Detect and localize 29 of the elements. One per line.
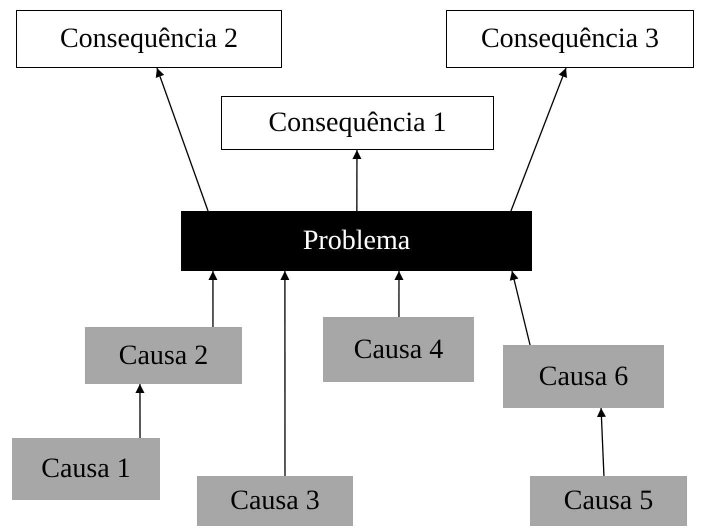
cause-box	[85, 327, 242, 384]
arrow	[208, 271, 218, 327]
arrow	[394, 271, 404, 317]
arrow	[156, 68, 209, 212]
cause-box	[530, 476, 687, 526]
node-label: Causa 5	[564, 485, 654, 517]
node-label: Consequência 3	[480, 23, 660, 55]
consequence-box	[221, 96, 494, 150]
problem-box	[181, 211, 532, 271]
node-label: Problema	[302, 225, 410, 257]
cause-box	[12, 438, 160, 500]
node-label: Causa 3	[230, 485, 320, 517]
node-label: Causa 4	[354, 334, 444, 366]
node-label: Consequência 2	[60, 23, 238, 55]
node-label: Causa 1	[41, 453, 131, 485]
arrow	[135, 384, 144, 438]
node-label: Causa 2	[118, 340, 208, 372]
arrow	[510, 68, 567, 212]
cause-box	[197, 476, 353, 526]
arrow	[510, 270, 531, 346]
consequence-box	[16, 10, 282, 68]
arrow	[596, 408, 606, 476]
consequence-box	[446, 10, 694, 68]
cause-box	[323, 317, 474, 382]
cause-box	[503, 345, 664, 408]
arrow	[280, 271, 290, 476]
node-label: Causa 6	[538, 360, 628, 392]
node-label: Consequência 1	[268, 107, 447, 139]
arrow	[352, 150, 362, 211]
